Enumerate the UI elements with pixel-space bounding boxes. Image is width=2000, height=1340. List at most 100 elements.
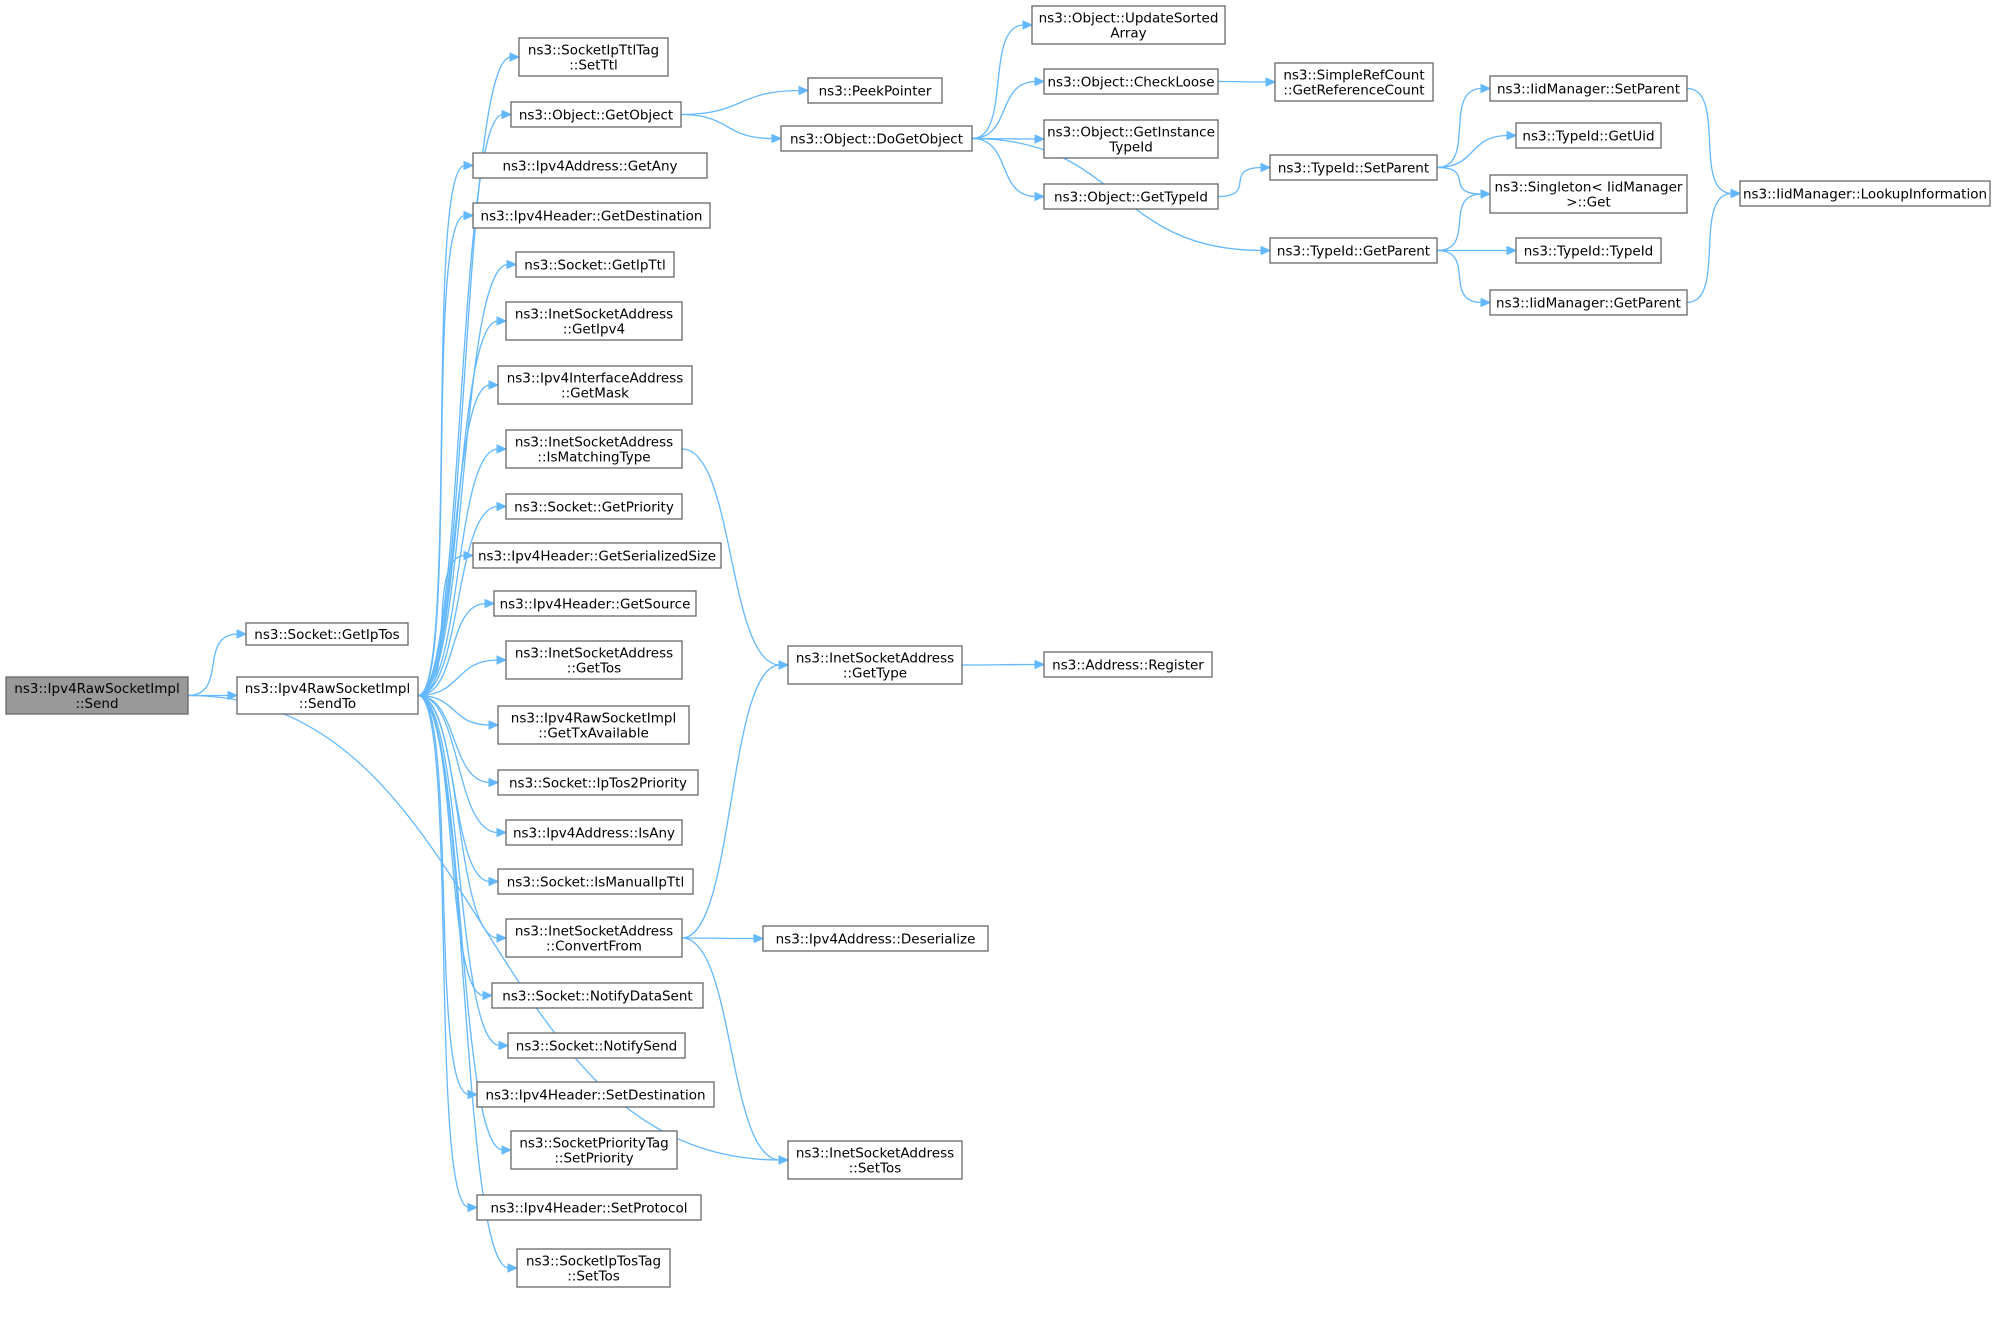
edge-doGetObject-to-checkLoose <box>971 76 1046 140</box>
node-label: ns3::PeekPointer <box>819 84 932 100</box>
edge-sendTo-to-getSerializedSize <box>417 550 475 697</box>
edge-typeSetParent-to-getUid <box>1436 130 1518 169</box>
node-getSource[interactable]: ns3::Ipv4Header::GetSource <box>493 590 697 617</box>
node-convertFrom[interactable]: ns3::InetSocketAddress::ConvertFrom <box>505 918 683 958</box>
node-label: ns3::Object::CheckLoose <box>1047 75 1214 91</box>
node-getObject[interactable]: ns3::Object::GetObject <box>510 101 682 128</box>
node-checkLoose[interactable]: ns3::Object::CheckLoose <box>1043 68 1219 95</box>
node-getTos[interactable]: ns3::InetSocketAddress::GetTos <box>505 640 683 680</box>
node-iidSetParent[interactable]: ns3::IidManager::SetParent <box>1489 75 1688 102</box>
edge-sendTo-to-getTos <box>417 655 508 697</box>
node-box <box>1489 174 1688 214</box>
edge-getObject-to-peekPointer <box>680 85 810 116</box>
node-getAny[interactable]: ns3::Ipv4Address::GetAny <box>472 152 708 179</box>
node-lookupInfo[interactable]: ns3::IidManager::LookupInformation <box>1739 180 1991 207</box>
node-singletonGet[interactable]: ns3::Singleton< IidManager >::Get <box>1489 174 1688 214</box>
node-label: ns3::Ipv4Header::GetDestination <box>481 209 703 225</box>
node-iidGetParent[interactable]: ns3::IidManager::GetParent <box>1489 289 1688 316</box>
node-label: ns3::Socket::GetPriority <box>514 500 674 516</box>
node-box <box>505 640 683 680</box>
node-label: ns3::Ipv4RawSocketImpl <box>511 711 676 727</box>
node-label: ::Send <box>75 696 118 712</box>
edge-sendTo-to-notifySend <box>417 694 510 1051</box>
edge-sendTo-to-setProtocol <box>417 694 479 1213</box>
node-label: ns3::Socket::IpTos2Priority <box>509 776 687 792</box>
edge-typeSetParent-to-iidSetParent <box>1436 83 1492 169</box>
edge-sendTo-to-setTtl <box>417 52 521 697</box>
edges-layer <box>187 20 1742 1273</box>
node-getType[interactable]: ns3::InetSocketAddress::GetType <box>787 645 963 685</box>
node-setDestination[interactable]: ns3::Ipv4Header::SetDestination <box>476 1081 715 1108</box>
node-box <box>762 925 989 952</box>
node-getRefCount[interactable]: ns3::SimpleRefCount::GetReferenceCount <box>1274 62 1434 102</box>
node-sendTo[interactable]: ns3::Ipv4RawSocketImpl::SendTo <box>236 676 419 715</box>
node-ipTos2Priority[interactable]: ns3::Socket::IpTos2Priority <box>497 769 699 796</box>
node-label: ns3::TypeId::TypeId <box>1524 244 1654 260</box>
node-getUid[interactable]: ns3::TypeId::GetUid <box>1515 122 1662 149</box>
node-box <box>505 493 683 520</box>
node-getIpTtl[interactable]: ns3::Socket::GetIpTtl <box>515 251 675 278</box>
node-inetSetTos[interactable]: ns3::InetSocketAddress::SetTos <box>787 1140 963 1180</box>
node-box <box>5 676 189 715</box>
node-typeIdCtor[interactable]: ns3::TypeId::TypeId <box>1515 237 1662 264</box>
node-send[interactable]: ns3::Ipv4RawSocketImpl::Send <box>5 676 189 715</box>
node-box <box>1489 289 1688 316</box>
node-getSerializedSize[interactable]: ns3::Ipv4Header::GetSerializedSize <box>472 542 722 569</box>
node-label: ::ConvertFrom <box>546 939 642 955</box>
node-box <box>787 1140 963 1180</box>
node-label: ns3::SocketPriorityTag <box>519 1136 668 1152</box>
node-label: ::SetTtl <box>569 58 618 74</box>
edge-sendTo-to-getDestination <box>417 210 475 697</box>
node-box <box>1274 62 1434 102</box>
node-label: ns3::Ipv4Header::GetSerializedSize <box>478 549 716 565</box>
node-getIpTos[interactable]: ns3::Socket::GetIpTos <box>245 622 409 646</box>
node-box <box>476 1194 702 1221</box>
node-typeSetParent[interactable]: ns3::TypeId::SetParent <box>1269 154 1438 181</box>
node-getDestination[interactable]: ns3::Ipv4Header::GetDestination <box>472 202 711 229</box>
node-label: ns3::Address::Register <box>1052 658 1204 674</box>
node-getTxAvailable[interactable]: ns3::Ipv4RawSocketImpl::GetTxAvailable <box>497 705 690 745</box>
node-setTosTag[interactable]: ns3::SocketIpTosTag::SetTos <box>516 1248 671 1288</box>
edge-getType-to-register <box>961 659 1046 670</box>
node-typeGetParent[interactable]: ns3::TypeId::GetParent <box>1269 237 1438 264</box>
node-isMatchingType[interactable]: ns3::InetSocketAddress::IsMatchingType <box>505 429 683 469</box>
node-label: ns3::Ipv4Address::IsAny <box>513 826 675 842</box>
node-isAny[interactable]: ns3::Ipv4Address::IsAny <box>505 819 683 846</box>
node-peekPointer[interactable]: ns3::PeekPointer <box>807 77 943 104</box>
node-label: ns3::Ipv4Header::SetDestination <box>485 1088 705 1104</box>
node-deserialize[interactable]: ns3::Ipv4Address::Deserialize <box>762 925 989 952</box>
node-box <box>510 101 682 128</box>
node-setPriorityTag[interactable]: ns3::SocketPriorityTag::SetPriority <box>510 1130 678 1170</box>
node-getPriority[interactable]: ns3::Socket::GetPriority <box>505 493 683 520</box>
node-label: ns3::Socket::IsManualIpTtl <box>507 875 684 891</box>
edge-sendTo-to-isMatchingType <box>417 444 508 697</box>
node-doGetObject[interactable]: ns3::Object::DoGetObject <box>780 125 973 152</box>
node-box <box>780 125 973 152</box>
node-label: ns3::InetSocketAddress <box>796 1146 954 1162</box>
node-label: ns3::Singleton< IidManager <box>1495 180 1683 196</box>
node-label: ns3::IidManager::SetParent <box>1497 82 1680 98</box>
node-isManualIpTtl[interactable]: ns3::Socket::IsManualIpTtl <box>497 868 694 895</box>
node-register[interactable]: ns3::Address::Register <box>1043 651 1213 678</box>
node-getTypeId[interactable]: ns3::Object::GetTypeId <box>1043 183 1219 210</box>
node-notifySend[interactable]: ns3::Socket::NotifySend <box>507 1032 686 1059</box>
node-getMask[interactable]: ns3::Ipv4InterfaceAddress::GetMask <box>497 365 693 405</box>
edge-convertFrom-to-deserialize <box>681 933 765 944</box>
node-label: ::GetMask <box>561 386 629 402</box>
node-label: ns3::Ipv4Address::Deserialize <box>776 932 976 948</box>
node-box <box>1739 180 1991 207</box>
node-notifyDataSent[interactable]: ns3::Socket::NotifyDataSent <box>491 982 704 1009</box>
node-setProtocol[interactable]: ns3::Ipv4Header::SetProtocol <box>476 1194 702 1221</box>
node-box <box>245 622 409 646</box>
node-box <box>497 769 699 796</box>
node-getIpv4[interactable]: ns3::InetSocketAddress::GetIpv4 <box>505 301 683 341</box>
node-setTtl[interactable]: ns3::SocketIpTtlTag::SetTtl <box>518 37 669 77</box>
node-label: Array <box>1110 26 1146 42</box>
node-box <box>1515 122 1662 149</box>
node-box <box>1031 5 1226 45</box>
node-box <box>505 301 683 341</box>
edge-send-to-getIpTos <box>187 629 248 697</box>
node-label: ::SetTos <box>849 1161 902 1177</box>
